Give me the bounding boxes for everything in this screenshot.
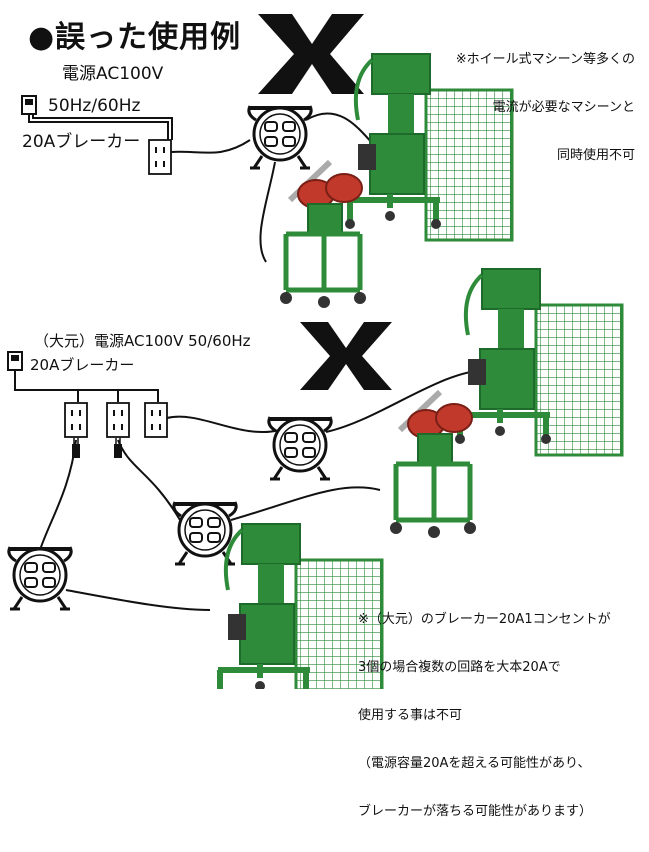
top-note-line-3: 同時使用不可 (556, 148, 635, 163)
top-freq-label: 50Hz/60Hz (48, 96, 141, 116)
middle-big-pitching-machine (455, 269, 622, 455)
middle-breaker-icon (7, 351, 23, 371)
middle-scenario (7, 269, 622, 566)
top-note-line-1: ※ホイール式マシーン等多くの (455, 52, 635, 67)
bottom-power-reel (7, 545, 73, 611)
top-cross-icon (258, 14, 364, 94)
bottom-big-pitching-machine (215, 524, 382, 689)
top-breaker-icon (21, 95, 37, 115)
top-scenario (21, 14, 512, 308)
bottom-note-line-3: 使用する事は不可 (358, 708, 463, 723)
middle-wall-outlet-3 (144, 402, 168, 438)
middle-wall-outlet-1 (64, 402, 88, 438)
top-breaker-label: 20Aブレーカー (22, 132, 141, 152)
middle-small-pitching-machine (390, 392, 476, 538)
top-power-reel (247, 104, 313, 170)
bottom-note-line-2: 3個の場合複数の回路を大本20Aで (358, 660, 561, 675)
middle-wall-outlet-2 (106, 402, 130, 438)
top-note-line-2: 電流が必要なマシーンと (492, 100, 635, 115)
bottom-note-line-1: ※（大元）のブレーカー20A1コンセントが (358, 612, 611, 627)
top-power-label: 電源AC100V (62, 64, 164, 84)
middle-cross-icon (300, 322, 392, 390)
page-title: ●誤った使用例 (28, 20, 242, 55)
diagram-svg (7, 14, 649, 689)
top-note: ※ホイール式マシーン等多くの 電流が必要なマシーンと 同時使用不可 (456, 20, 635, 196)
bottom-scenario (7, 524, 382, 689)
diagram-canvas: ●誤った使用例 ※ホイール式マシーン等多くの 電流が必要なマシーンと 同時使用不… (7, 14, 649, 819)
bottom-note-line-5: ブレーカーが落ちる可能性があります） (358, 804, 593, 819)
top-small-pitching-machine (280, 162, 366, 308)
middle-breaker-label: 20Aブレーカー (30, 356, 135, 374)
bottom-note: ※（大元）のブレーカー20A1コンセントが 3個の場合複数の回路を大本20Aで … (358, 580, 611, 852)
middle-power-reel-right (267, 415, 333, 481)
top-wall-outlet (148, 139, 172, 175)
bottom-note-line-4: （電源容量20Aを超える可能性があり、 (358, 756, 591, 771)
middle-power-label: （大元）電源AC100V 50/60Hz (34, 332, 251, 350)
